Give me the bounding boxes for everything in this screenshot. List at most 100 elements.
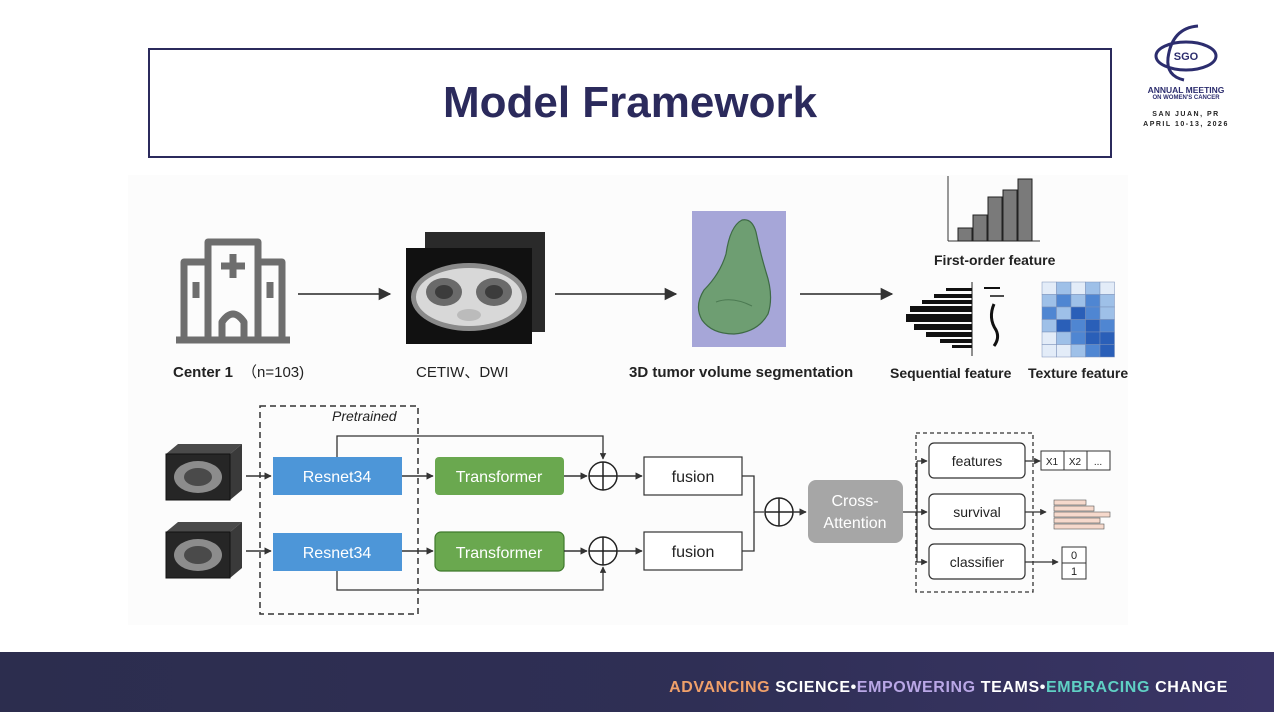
texture-cell [1056, 319, 1072, 333]
center-n-label: （n=103) [242, 364, 304, 381]
texture-cell [1056, 344, 1072, 358]
texture-cell [1056, 306, 1072, 320]
survival-bars-icon [1053, 499, 1111, 530]
cross-attention-line1: Cross- [831, 493, 878, 510]
texture-cell [1041, 344, 1057, 358]
tagline-change: CHANGE [1155, 679, 1228, 696]
feature-cell [1086, 450, 1111, 471]
texture-cell [1085, 294, 1101, 308]
meeting-line1: ANNUAL MEETING [1147, 85, 1225, 95]
texture-cell [1070, 306, 1086, 320]
texture-cell [1099, 319, 1115, 333]
resnet-box-2 [273, 533, 402, 571]
texture-cell [1099, 281, 1115, 295]
texture-cell [1041, 306, 1057, 320]
texture-cell [1085, 331, 1101, 345]
texture-cell [1099, 306, 1115, 320]
footer-tagline: ADVANCING SCIENCE•EMPOWERING TEAMS•EMBRA… [669, 679, 1228, 697]
meeting-location: SAN JUAN, PR [1152, 111, 1220, 118]
mri-label: CETIW、DWI [416, 364, 508, 381]
tagline-dot: • [1039, 679, 1046, 696]
add-operator-icon [588, 536, 618, 566]
texture-cell [1070, 344, 1086, 358]
feature-cell-text: X1 [1046, 457, 1059, 468]
histogram-icon [947, 176, 1040, 242]
texture-cell [1070, 319, 1086, 333]
meeting-dates: APRIL 10-13, 2026 [1143, 121, 1229, 128]
tumor-volume-icon [692, 211, 786, 347]
center-label: Center 1 [173, 364, 233, 381]
title-box: Model Framework [148, 48, 1112, 158]
fusion-box-1 [643, 456, 743, 496]
meeting-name: ANNUAL MEETING ON WOMEN'S CANCER [1124, 86, 1248, 102]
add-operator-icon [764, 497, 794, 527]
add-operator-icon [588, 461, 618, 491]
transformer-box-1 [435, 457, 564, 495]
features-label: features [952, 453, 1003, 469]
texture-cell [1041, 331, 1057, 345]
tagline-dot: • [850, 679, 857, 696]
cross-attention-line2: Attention [823, 515, 886, 532]
sgo-ring-icon: SGO [1154, 24, 1218, 82]
hospital-icon [176, 238, 290, 344]
sgo-text: SGO [1174, 51, 1199, 63]
feature-cell-text: X2 [1069, 457, 1082, 468]
texture-cell [1041, 319, 1057, 333]
texture-cell [1056, 294, 1072, 308]
class-output-1: 1 [1071, 566, 1077, 578]
texture-cell [1099, 294, 1115, 308]
mri-image-icon [406, 232, 545, 344]
texture-cell [1085, 344, 1101, 358]
texture-cell [1056, 331, 1072, 345]
class-output-0: 0 [1071, 550, 1077, 562]
resnet-label-1: Resnet34 [303, 469, 372, 486]
fusion2-connector [742, 512, 755, 552]
tagline-embracing: EMBRACING [1045, 679, 1151, 696]
pretrained-label: Pretrained [332, 408, 398, 424]
tagline-teams: TEAMS [980, 679, 1040, 696]
transformer-label-1: Transformer [456, 469, 543, 486]
sequential-label: Sequential feature [890, 365, 1012, 381]
texture-cell [1070, 281, 1086, 295]
skip-connection-1 [336, 435, 607, 460]
resnet-label-2: Resnet34 [303, 545, 372, 562]
framework-diagram: Center 1 （n=103) CETIW、DWI 3D tumor volu… [165, 176, 1129, 615]
pretrained-box [259, 405, 419, 615]
page-title: Model Framework [442, 78, 818, 127]
texture-cell [1070, 294, 1086, 308]
fusion-label-2: fusion [672, 544, 715, 561]
first-order-label: First-order feature [934, 252, 1056, 268]
sgo-logo: SGO ANNUAL MEETING ON WOMEN'S CANCER SAN… [1124, 18, 1248, 133]
texture-cell [1085, 319, 1101, 333]
resnet-box-1 [273, 457, 402, 495]
texture-label: Texture feature [1028, 365, 1128, 381]
meeting-line2: ON WOMEN'S CANCER [1152, 95, 1220, 101]
volume-cube-icon [165, 522, 242, 579]
volume-cube-icon [165, 444, 242, 501]
texture-matrix-icon [1041, 281, 1115, 358]
texture-cell [1070, 331, 1086, 345]
class-output-cell [1061, 562, 1087, 580]
texture-cell [1041, 294, 1057, 308]
cross-attention-box [808, 480, 903, 543]
tagline-advancing: ADVANCING [669, 679, 771, 696]
sequential-feature-icon [906, 282, 1004, 356]
feature-cell-text: ... [1094, 457, 1102, 468]
fusion1-connector [742, 475, 764, 513]
texture-cell [1041, 281, 1057, 295]
classifier-label: classifier [950, 554, 1005, 570]
fusion-box-2 [643, 531, 743, 571]
survival-label: survival [953, 504, 1000, 520]
footer-banner: ADVANCING SCIENCE•EMPOWERING TEAMS•EMBRA… [0, 652, 1274, 712]
texture-cell [1099, 344, 1115, 358]
transformer-label-2: Transformer [456, 545, 543, 562]
tagline-empowering: EMPOWERING [856, 679, 976, 696]
skip-connection-2 [336, 566, 607, 591]
texture-cell [1056, 281, 1072, 295]
texture-cell [1085, 306, 1101, 320]
fusion-label-1: fusion [672, 469, 715, 486]
texture-cell [1099, 331, 1115, 345]
texture-cell [1085, 281, 1101, 295]
segmentation-label: 3D tumor volume segmentation [629, 364, 853, 381]
tagline-science: SCIENCE [775, 679, 851, 696]
